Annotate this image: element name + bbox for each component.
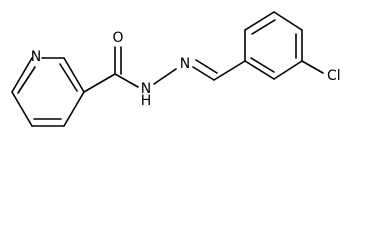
bond xyxy=(301,60,324,74)
bond xyxy=(17,66,36,94)
bond xyxy=(63,91,85,127)
amide-hydrogen-label: H xyxy=(141,93,152,109)
chemical-structure: N O N H N Cl xyxy=(11,11,341,127)
imine-nitrogen-label: N xyxy=(180,56,190,72)
carbonyl-oxygen-label: O xyxy=(112,30,123,46)
bond xyxy=(273,60,303,80)
bond xyxy=(11,57,33,93)
bond xyxy=(213,60,246,81)
bond xyxy=(244,11,275,31)
bond xyxy=(11,91,33,127)
chlorine-label: Cl xyxy=(327,68,341,84)
bond xyxy=(192,66,215,81)
bond xyxy=(59,63,78,92)
bond xyxy=(114,73,139,88)
bond xyxy=(195,59,218,74)
bond xyxy=(250,57,275,73)
bond xyxy=(251,19,276,35)
bond xyxy=(273,11,303,31)
bond xyxy=(153,68,177,85)
hydrazide-linker xyxy=(83,46,246,93)
bond xyxy=(244,60,275,80)
amide-nitrogen-label: N xyxy=(141,81,151,97)
chlorophenyl-ring xyxy=(244,11,324,80)
pyridine-nitrogen-label: N xyxy=(31,49,41,65)
bond xyxy=(83,73,116,93)
bond xyxy=(63,57,85,93)
pyridine-ring xyxy=(11,57,85,127)
